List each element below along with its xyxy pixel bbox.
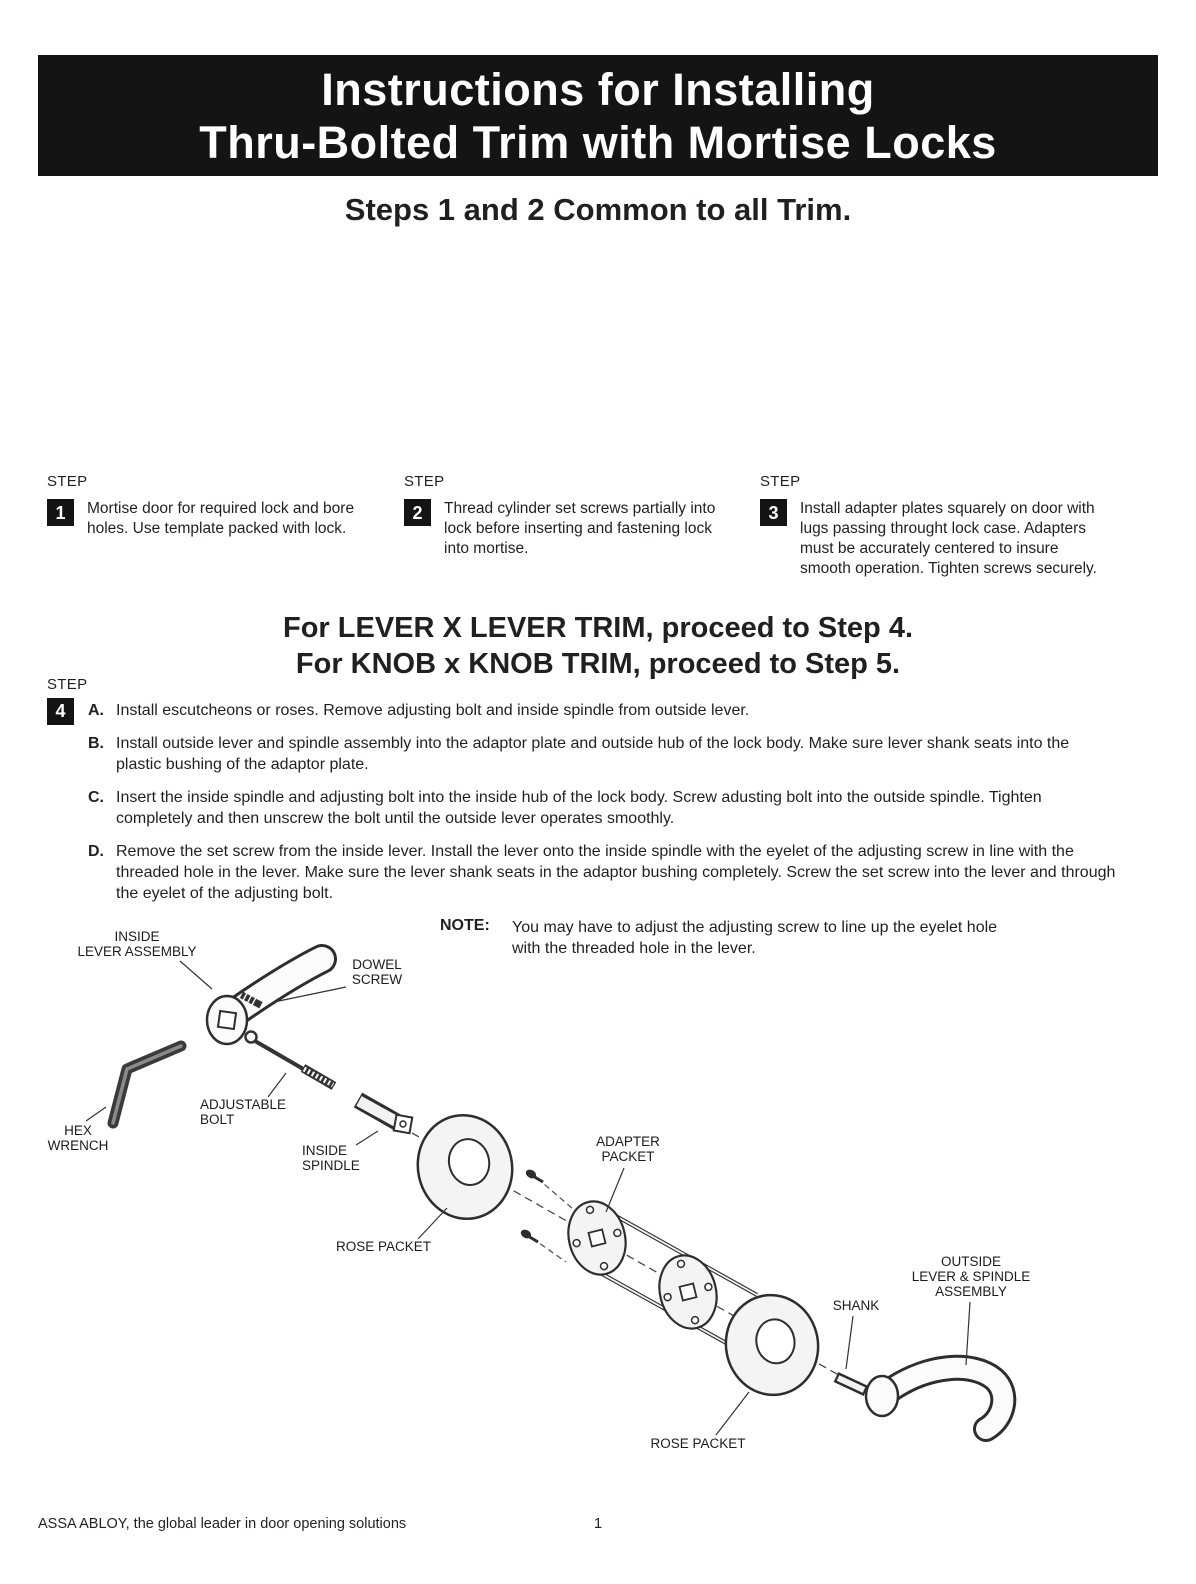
step-2-text: Thread cylinder set screws partially int… [444,500,716,557]
rose-packet-outside-drawing [724,1293,820,1397]
rose-packet-inside-drawing [416,1113,514,1221]
step-4-item-a-text: Install escutcheons or roses. Remove adj… [116,702,750,719]
page-number: 1 [593,1515,603,1532]
exploded-parts-diagram: INSIDE LEVER ASSEMBLY DOWEL SCREW HEX WR… [48,929,1031,1451]
hex-wrench-drawing [107,1040,187,1129]
step-1-number-badge: 1 [47,499,74,526]
step-4-item-b-text: Install outside lever and spindle assemb… [116,735,1070,773]
step-4-item-a-letter: A. [88,702,104,719]
subtitle: Steps 1 and 2 Common to all Trim. [344,192,852,227]
outside-lever-label-line1: OUTSIDE [941,1254,1001,1269]
step-4-number-badge: 4 [47,698,74,725]
outside-lever-label-line3: ASSEMBLY [935,1284,1007,1299]
page-title-line1: Instructions for Installing [321,63,875,115]
note-text: You may have to adjust the adjusting scr… [512,919,998,957]
adjustable-bolt-drawing [244,1030,337,1090]
step-4-item-a: A. Install escutcheons or roses. Remove … [88,700,1118,721]
adapter-packet-label-line1: ADAPTER [596,1134,660,1149]
shank-label: SHANK [833,1298,880,1313]
step-3-word: STEP [760,473,801,490]
inside-lever-assembly-label-line1: INSIDE [114,929,159,944]
adjustable-bolt-label-line1: ADJUSTABLE [200,1097,286,1112]
shank-drawing [833,1372,869,1396]
hex-wrench-label-line1: HEX [64,1123,92,1138]
step-4-word: STEP [47,676,88,693]
proceed-line1: For LEVER X LEVER TRIM, proceed to Step … [282,612,914,644]
step-2-column: STEP 2 Thread cylinder set screws partia… [404,472,726,559]
dowel-screw-label-line2: SCREW [352,972,403,987]
hex-wrench-label-line2: WRENCH [48,1138,109,1153]
dowel-screw-drawing [239,991,263,1009]
adapter-plate-1-drawing [567,1200,627,1276]
rose-packet-inside-label: ROSE PACKET [336,1239,431,1254]
note-label: NOTE: [440,917,490,934]
step-3-column: STEP 3 Install adapter plates squarely o… [760,472,1112,579]
step-4-item-d-letter: D. [88,843,104,860]
step-3-number-badge: 3 [760,499,787,526]
step-4-item-b: B. Install outside lever and spindle ass… [88,733,1118,775]
inside-spindle-label-line2: SPINDLE [302,1158,360,1173]
step-4-item-d: D. Remove the set screw from the inside … [88,841,1118,904]
page-title-line2: Thru-Bolted Trim with Mortise Locks [199,116,997,168]
rose-packet-outside-label: ROSE PACKET [650,1436,745,1451]
step-1-column: STEP 1 Mortise door for required lock an… [47,472,359,539]
outside-lever-label-line2: LEVER & SPINDLE [912,1269,1031,1284]
dowel-screw-label-line1: DOWEL [352,957,402,972]
step-4-item-c-text: Insert the inside spindle and adjusting … [116,789,1042,827]
step-1-text: Mortise door for required lock and bore … [87,500,355,537]
adapter-packet-label-line2: PACKET [601,1149,654,1164]
step-4-item-b-letter: B. [88,735,104,752]
adapter-posts [585,1209,758,1351]
step-4-item-c-letter: C. [88,789,104,806]
step-1-word: STEP [47,473,88,490]
inside-lever-assembly-drawing [205,944,337,1046]
outside-lever-assembly-drawing [864,1354,1017,1442]
step-4-item-c: C. Insert the inside spindle and adjusti… [88,787,1118,829]
title-banner: Instructions for Installing Thru-Bolted … [38,55,1158,176]
adjustable-bolt-label-line2: BOLT [200,1112,234,1127]
inside-spindle-label-line1: INSIDE [302,1143,347,1158]
step-3-text: Install adapter plates squarely on door … [800,500,1097,577]
mounting-screw-1 [525,1169,581,1216]
step-4-item-d-text: Remove the set screw from the inside lev… [116,843,1116,902]
proceed-instructions: For LEVER X LEVER TRIM, proceed to Step … [0,610,1196,682]
adapter-plate-2-drawing [658,1254,718,1330]
step-2-word: STEP [404,473,445,490]
proceed-line2: For KNOB x KNOB TRIM, proceed to Step 5. [295,648,901,680]
mounting-screw-2 [520,1229,567,1263]
inside-spindle-drawing [353,1092,414,1135]
inside-lever-assembly-label-line2: LEVER ASSEMBLY [77,944,196,959]
footer-brand-tagline: ASSA ABLOY, the global leader in door op… [38,1516,407,1532]
label-pointer-lines [85,960,971,1436]
step-2-number-badge: 2 [404,499,431,526]
step-4-items: A. Install escutcheons or roses. Remove … [88,700,1118,916]
